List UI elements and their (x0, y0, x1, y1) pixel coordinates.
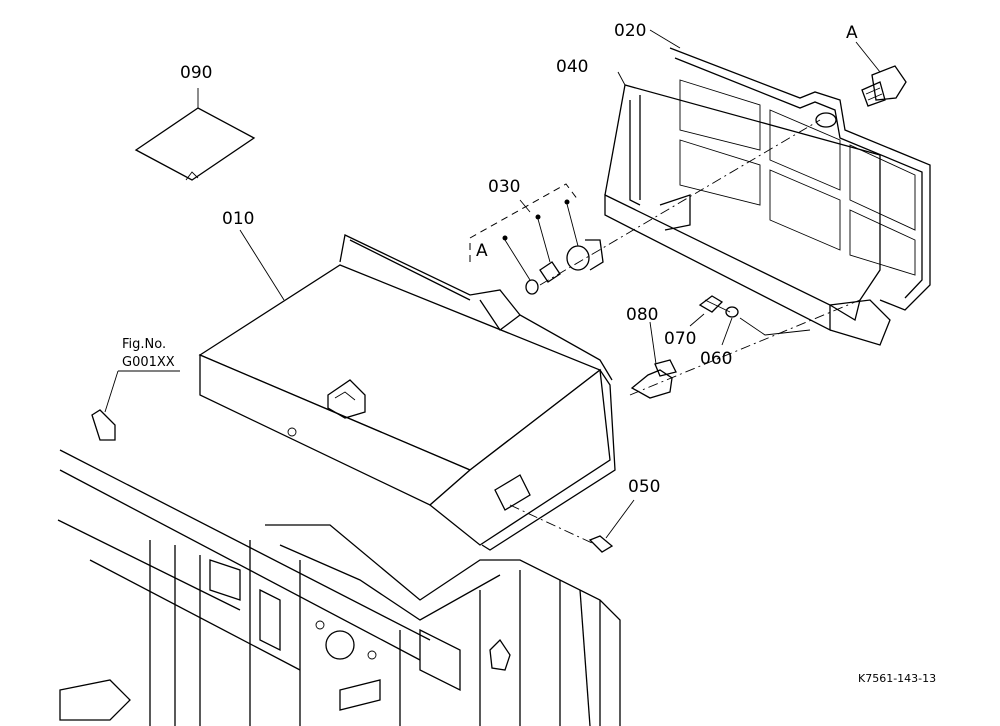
label-060: 060 (700, 349, 732, 369)
part-010-box: 010 (198, 209, 616, 551)
drawing-code: K7561-143-13 (858, 672, 936, 685)
part-060-washer: 060 (700, 306, 811, 369)
label-050: 050 (628, 477, 660, 497)
label-080: 080 (626, 305, 658, 325)
label-010: 010 (222, 209, 254, 229)
label-040: 040 (556, 57, 588, 77)
label-090: 090 (180, 63, 212, 83)
chassis-frame (57, 409, 621, 726)
label-020: 020 (614, 21, 646, 41)
part-050-bolt: 050 (509, 477, 660, 553)
part-a-bolt: A (846, 23, 907, 107)
part-070-pin: 070 (664, 295, 731, 349)
part-030-group: 030 A (469, 119, 821, 295)
figure-reference: Fig.No. G001XX (104, 337, 180, 413)
part-090-decal: 090 (134, 63, 256, 181)
callout-a-top: A (846, 23, 858, 43)
part-040-tray: 040 (556, 57, 891, 346)
fig-ref-line1: Fig.No. (122, 337, 166, 352)
part-080-valve: 080 (626, 299, 861, 399)
callout-a-left: A (476, 241, 488, 261)
fig-ref-line2: G001XX (122, 355, 175, 370)
label-070: 070 (664, 329, 696, 349)
part-020-cover: 020 (614, 21, 931, 311)
label-030: 030 (488, 177, 520, 197)
